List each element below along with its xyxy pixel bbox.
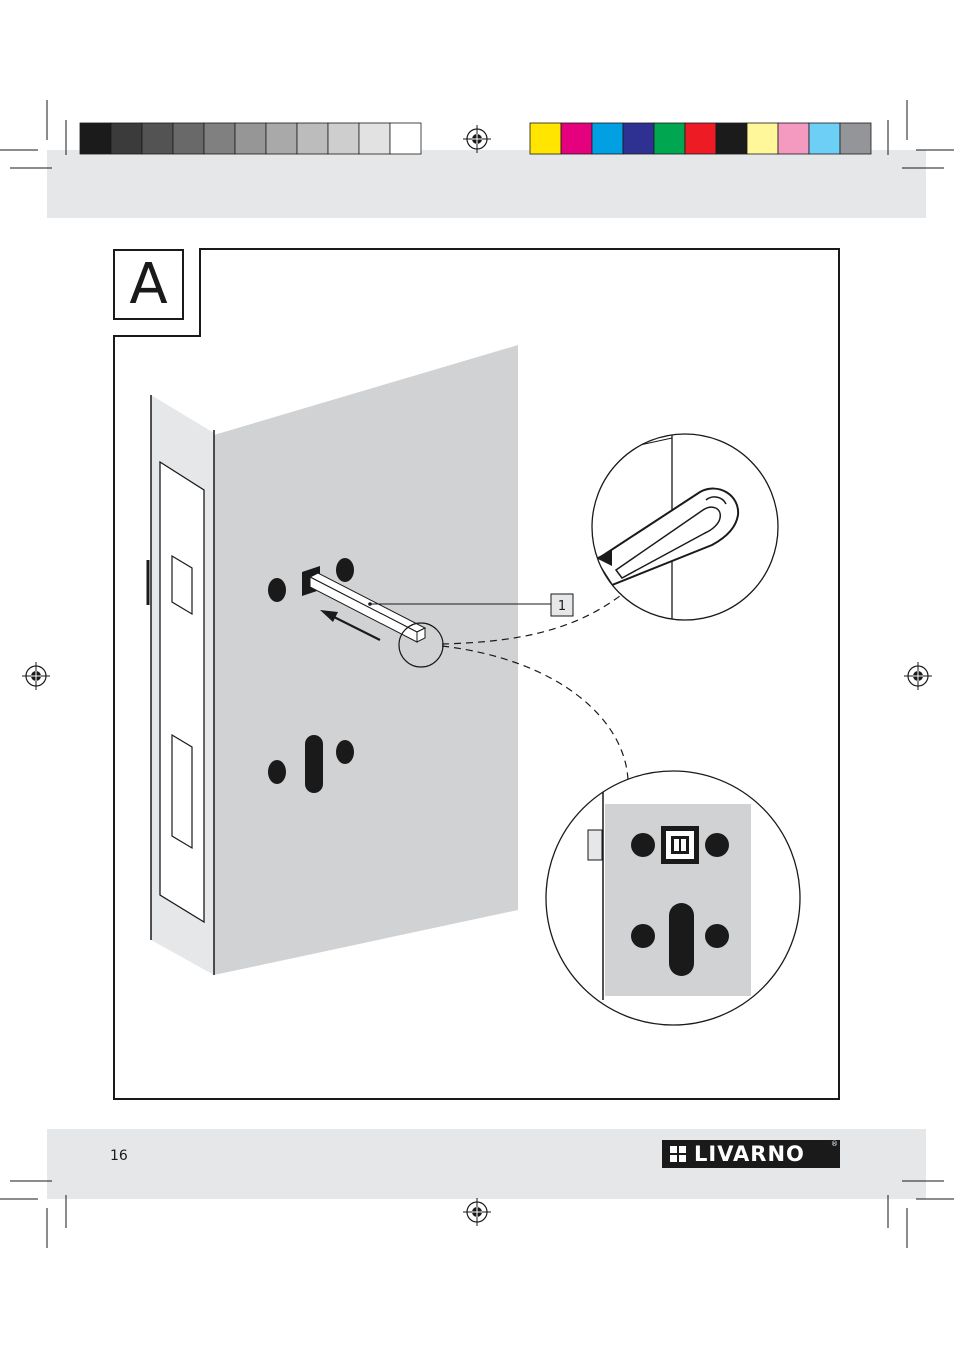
brand-name: LIVARNO bbox=[694, 1144, 805, 1165]
screw-hole bbox=[336, 558, 354, 582]
process-color-strip bbox=[530, 123, 871, 154]
color-swatch bbox=[716, 123, 747, 154]
color-swatch bbox=[80, 123, 111, 154]
color-swatch bbox=[747, 123, 778, 154]
color-swatch bbox=[173, 123, 204, 154]
header-band bbox=[47, 150, 926, 218]
color-swatch bbox=[561, 123, 592, 154]
color-swatch bbox=[390, 123, 421, 154]
registered-mark: ® bbox=[831, 1141, 838, 1148]
page-number: 16 bbox=[110, 1148, 128, 1164]
brand-logo: LIVARNO ® bbox=[662, 1140, 840, 1168]
figure-label: A bbox=[113, 249, 184, 320]
color-swatch bbox=[111, 123, 142, 154]
color-swatch bbox=[297, 123, 328, 154]
door-illustration bbox=[148, 345, 518, 975]
screw-hole bbox=[268, 578, 286, 602]
color-swatch bbox=[204, 123, 235, 154]
color-swatch bbox=[530, 123, 561, 154]
key-slot bbox=[305, 735, 323, 793]
screw-hole bbox=[268, 760, 286, 784]
bolt-opening bbox=[172, 735, 192, 848]
color-swatch bbox=[778, 123, 809, 154]
color-swatch bbox=[235, 123, 266, 154]
color-swatch bbox=[328, 123, 359, 154]
detail-screwdriver bbox=[590, 430, 778, 630]
door-face bbox=[214, 345, 518, 975]
color-swatch bbox=[142, 123, 173, 154]
color-swatch bbox=[654, 123, 685, 154]
detail-mounted-plate bbox=[546, 771, 800, 1025]
screw-hole bbox=[336, 740, 354, 764]
registration-mark-icon bbox=[22, 662, 50, 690]
lock-faceplate bbox=[160, 462, 204, 922]
color-swatch bbox=[266, 123, 297, 154]
callout-number: 1 bbox=[558, 599, 566, 614]
color-swatch bbox=[359, 123, 390, 154]
color-swatch bbox=[685, 123, 716, 154]
grayscale-color-strip bbox=[80, 123, 421, 154]
registration-mark-icon bbox=[463, 1198, 491, 1226]
color-swatch bbox=[840, 123, 871, 154]
color-swatch bbox=[623, 123, 654, 154]
registration-mark-icon bbox=[904, 662, 932, 690]
registration-mark-icon bbox=[463, 125, 491, 153]
logo-squares-icon bbox=[670, 1146, 686, 1162]
color-swatch bbox=[592, 123, 623, 154]
color-swatch bbox=[809, 123, 840, 154]
